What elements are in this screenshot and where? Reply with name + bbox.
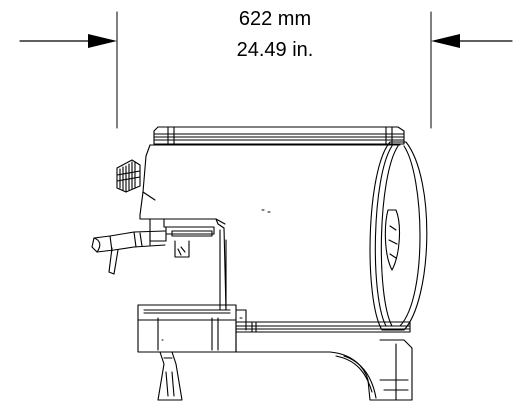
detail-marks xyxy=(161,209,271,341)
drip-tray xyxy=(137,304,247,353)
rear-leg xyxy=(235,331,413,401)
front-foot xyxy=(157,351,183,401)
steam-knob xyxy=(116,159,141,193)
width-dimension-imperial: 24.49 in. xyxy=(236,39,314,61)
width-dimension-metric: 622 mm xyxy=(238,8,312,30)
dimension-arrow-right xyxy=(431,34,513,48)
portafilter-handle xyxy=(91,230,166,275)
top-rail xyxy=(153,126,405,145)
group-head xyxy=(149,218,215,258)
machine-body xyxy=(139,144,401,311)
dimension-arrow-left xyxy=(19,34,117,48)
dimension-extension-lines xyxy=(116,11,432,129)
side-panel xyxy=(369,141,428,331)
